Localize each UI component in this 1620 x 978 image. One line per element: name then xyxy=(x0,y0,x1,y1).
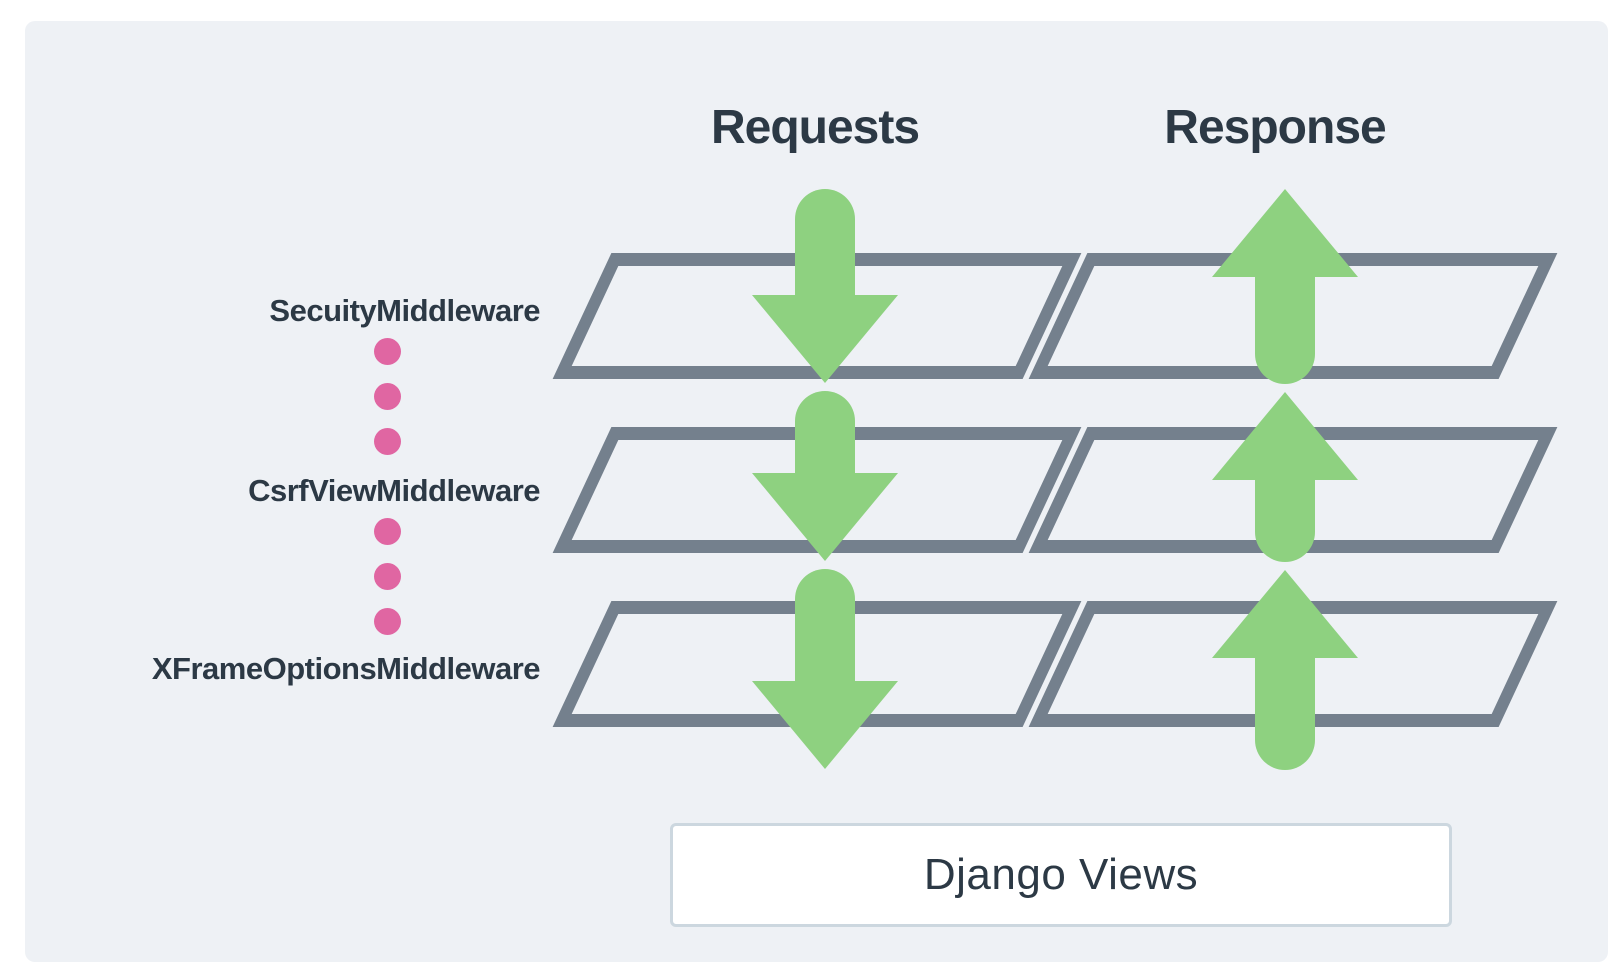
csrf-view-middleware-label: CsrfViewMiddleware xyxy=(248,473,540,508)
ellipsis-dot xyxy=(374,383,401,410)
ellipsis-dot xyxy=(374,608,401,635)
response-up-arrow-icon xyxy=(1212,570,1358,770)
arrow-shaft xyxy=(1255,275,1315,384)
security-middleware-label: SecuityMiddleware xyxy=(269,293,540,328)
requests-heading: Requests xyxy=(710,101,920,154)
response-up-arrow-icon xyxy=(1212,392,1358,562)
ellipsis-dot xyxy=(374,563,401,590)
arrow-shaft xyxy=(1255,656,1315,770)
diagram-panel: Requests Response SecuityMiddleware Csrf… xyxy=(25,21,1608,962)
response-up-arrow-icon xyxy=(1212,189,1358,384)
arrow-head xyxy=(1212,392,1358,480)
response-heading: Response xyxy=(1164,101,1386,154)
arrow-shaft xyxy=(795,189,855,297)
ellipsis-dot xyxy=(374,518,401,545)
arrow-head xyxy=(1212,570,1358,658)
arrow-head xyxy=(752,681,898,769)
request-down-arrow-icon xyxy=(752,189,898,383)
xframe-options-middleware-label: XFrameOptionsMiddleware xyxy=(151,651,541,686)
request-down-arrow-icon xyxy=(752,569,898,769)
arrow-shaft xyxy=(795,569,855,683)
arrow-head xyxy=(752,473,898,561)
request-down-arrow-icon xyxy=(752,391,898,561)
django-views-label: Django Views xyxy=(923,850,1199,899)
arrow-head xyxy=(752,295,898,383)
ellipsis-dot xyxy=(374,428,401,455)
arrow-shaft xyxy=(795,391,855,475)
arrow-shaft xyxy=(1255,478,1315,562)
ellipsis-dot xyxy=(374,338,401,365)
arrow-head xyxy=(1212,189,1358,277)
django-views-box: Django Views xyxy=(670,823,1452,927)
